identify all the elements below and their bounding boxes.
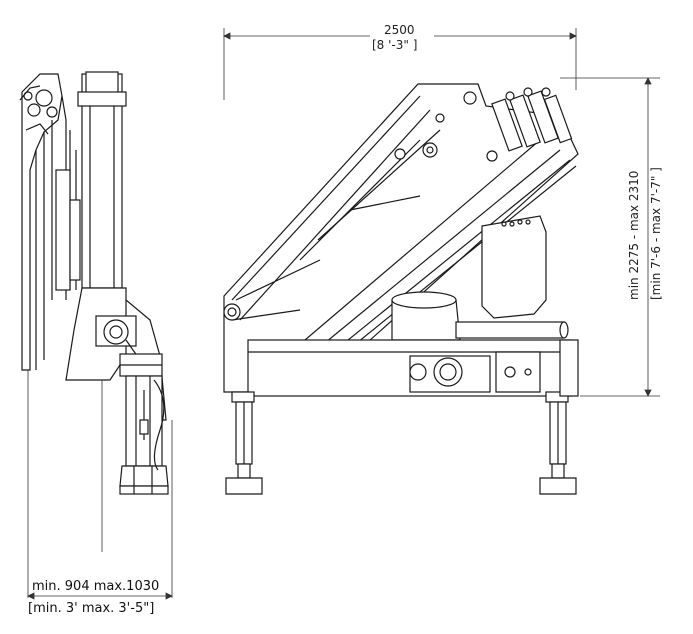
overall-height-metric: min 2275 - max 2310 bbox=[627, 171, 641, 300]
overall-height-imperial: [min 7'-6 - max 7'-7" ] bbox=[649, 167, 663, 300]
overall-width-metric: 2500 bbox=[384, 23, 415, 37]
base-width-metric: min. 904 max.1030 bbox=[32, 579, 159, 594]
height-label-group: min 2275 - max 2310 bbox=[627, 171, 641, 300]
side-view-dimensions bbox=[27, 370, 173, 600]
height-label-imperial-group: [min 7'-6 - max 7'-7" ] bbox=[649, 167, 663, 300]
front-view bbox=[223, 83, 579, 495]
base-width-imperial: [min. 3' max. 3'-5"] bbox=[28, 601, 154, 616]
width-label-bg bbox=[370, 22, 434, 52]
side-view bbox=[19, 71, 169, 495]
overall-width-imperial: [8 '-3" ] bbox=[372, 38, 417, 52]
